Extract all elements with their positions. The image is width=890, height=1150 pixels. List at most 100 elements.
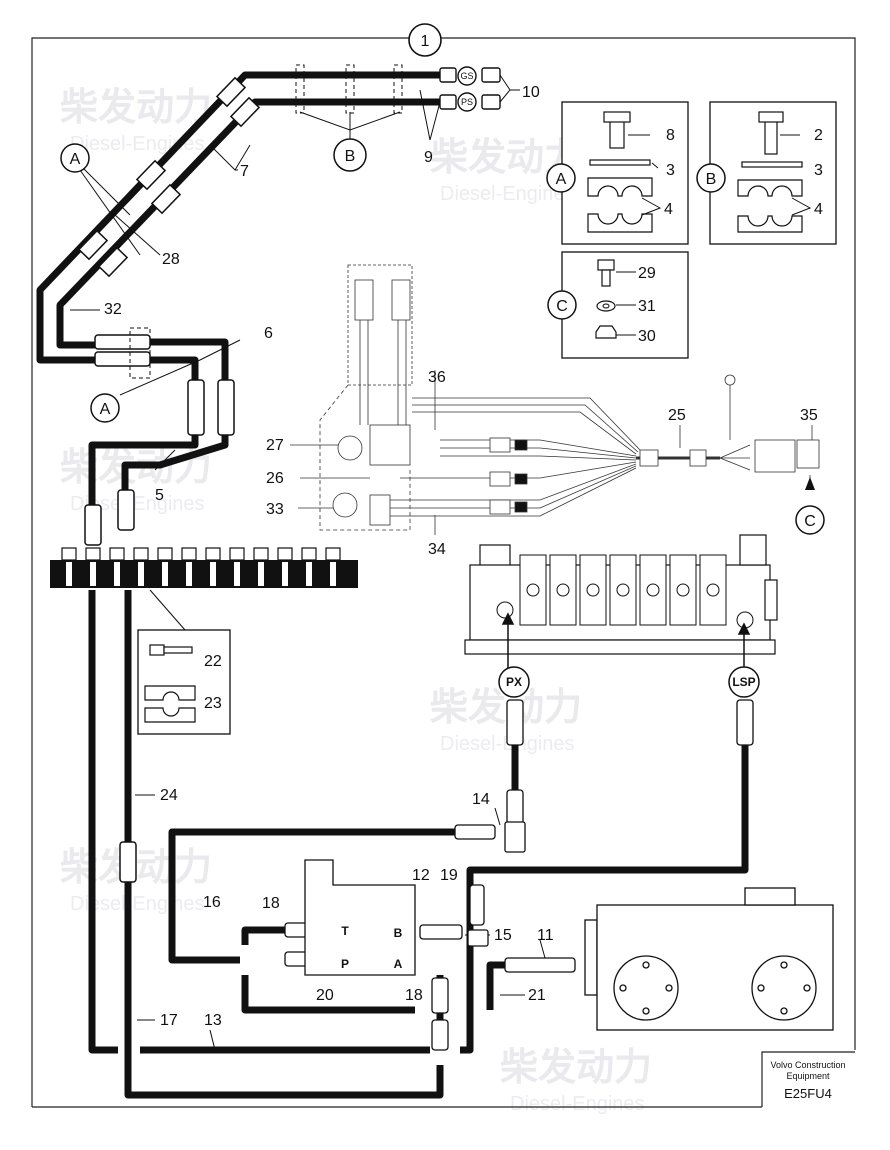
port-px — [498, 666, 530, 698]
part-20: 20 — [316, 987, 334, 1004]
detail-box-manifold — [137, 629, 231, 735]
port-px-label: PX — [506, 675, 522, 689]
part-9: 9 — [424, 149, 433, 166]
callout-c-main: C — [804, 513, 816, 530]
part-5: 5 — [155, 487, 164, 504]
part-23: 23 — [204, 695, 222, 712]
part-3b: 3 — [814, 162, 823, 179]
detail-box-b — [696, 101, 837, 245]
part-labels: 10 9 7 28 32 6 5 36 27 26 33 34 25 35 24… — [104, 84, 818, 1029]
part-11: 11 — [537, 927, 554, 944]
watermark-cn: 柴发动力 — [60, 85, 212, 129]
part-29: 29 — [638, 265, 656, 282]
callout-b-main-circle — [333, 138, 367, 172]
part-15: 15 — [494, 927, 512, 944]
part-14: 14 — [472, 791, 490, 808]
callout-a-detail: A — [556, 171, 567, 188]
part-21: 21 — [528, 987, 546, 1004]
port-ps — [457, 92, 477, 112]
part-30: 30 — [638, 328, 656, 345]
watermark-en: Diesel-Engines — [510, 1093, 645, 1115]
steering-unit — [584, 887, 834, 1031]
port-lsp-label: LSP — [732, 675, 755, 689]
watermark-en: Diesel-Engines — [440, 183, 575, 205]
port-ps-label: PS — [461, 97, 473, 107]
valve-pilot-lines — [501, 612, 751, 668]
callout-b-detail: B — [706, 171, 717, 188]
frame — [31, 37, 856, 1108]
part-13: 13 — [204, 1012, 222, 1029]
callout-c-detail: C — [556, 298, 568, 315]
valve-port-p: P — [341, 957, 349, 971]
manifold-block — [50, 547, 358, 588]
part-27: 27 — [266, 437, 284, 454]
arrow-c — [805, 477, 815, 490]
part-4b: 4 — [814, 201, 823, 218]
valve-port-b: B — [394, 926, 403, 940]
callout-a-low-circle — [90, 393, 120, 423]
part-19: 19 — [440, 867, 458, 884]
hose-mid-lower — [150, 356, 199, 380]
sheet-label: 1 — [421, 33, 430, 50]
part-4a: 4 — [664, 201, 673, 218]
watermark-en: Diesel-Engines — [70, 493, 205, 515]
part-10: 10 — [522, 84, 540, 101]
priority-valve — [304, 859, 416, 976]
part-7: 7 — [240, 163, 249, 180]
port-gs — [457, 66, 477, 86]
part-36: 36 — [428, 369, 446, 386]
wiring-harness — [290, 264, 820, 535]
part-6: 6 — [264, 325, 273, 342]
valve-port-a: A — [394, 957, 403, 971]
callout-a-left: A — [70, 151, 81, 168]
control-valve — [464, 534, 778, 655]
part-35: 35 — [800, 407, 818, 424]
sheet-callout — [408, 23, 442, 57]
callout-b-main: B — [345, 148, 356, 165]
hose-mid-upper — [150, 338, 229, 380]
port-lsp — [728, 666, 760, 698]
watermark-cn: 柴发动力 — [500, 1045, 652, 1089]
part-28: 28 — [162, 251, 180, 268]
part-32: 32 — [104, 301, 122, 318]
watermark-layer: 柴发动力 Diesel-Engines 柴发动力 Diesel-Engines … — [60, 85, 652, 1115]
part-34: 34 — [428, 541, 446, 558]
part-17: 17 — [160, 1012, 178, 1029]
part-25: 25 — [668, 407, 686, 424]
hose-lsp — [460, 745, 749, 1054]
detail-box-a — [546, 101, 689, 245]
part-12: 12 — [412, 867, 430, 884]
valve-port-t: T — [341, 924, 349, 938]
hose-16 — [168, 828, 455, 964]
part-3a: 3 — [666, 162, 675, 179]
part-8: 8 — [666, 127, 675, 144]
detail-box-c — [547, 251, 689, 359]
footer-code: E25FU4 — [784, 1086, 832, 1101]
end-fittings — [439, 67, 501, 110]
footer-company-1: Volvo Construction — [770, 1060, 845, 1070]
callout-c-circle — [795, 505, 825, 535]
part-26: 26 — [266, 470, 284, 487]
hose-t — [241, 926, 285, 945]
part-2: 2 — [814, 127, 823, 144]
part-16: 16 — [203, 894, 221, 911]
callout-a-left-circle — [60, 143, 90, 173]
hose-5-left — [88, 435, 199, 505]
part-33: 33 — [266, 501, 284, 518]
part-24: 24 — [160, 787, 178, 804]
part-18a: 18 — [262, 895, 280, 912]
hose-lower-loop — [241, 975, 415, 1014]
footer-company-2: Equipment — [786, 1071, 830, 1081]
fittings-upper — [77, 76, 261, 883]
port-gs-label: GS — [460, 71, 473, 81]
hose-upper-ps — [56, 98, 445, 349]
part-18b: 18 — [405, 987, 423, 1004]
part-22: 22 — [204, 653, 222, 670]
part-31: 31 — [638, 298, 656, 315]
hose-upper-gs — [36, 71, 445, 364]
hose-21 — [486, 961, 505, 1010]
hose-17 — [88, 590, 118, 1054]
callout-a-low: A — [100, 401, 111, 418]
leader-lines — [70, 74, 546, 1051]
